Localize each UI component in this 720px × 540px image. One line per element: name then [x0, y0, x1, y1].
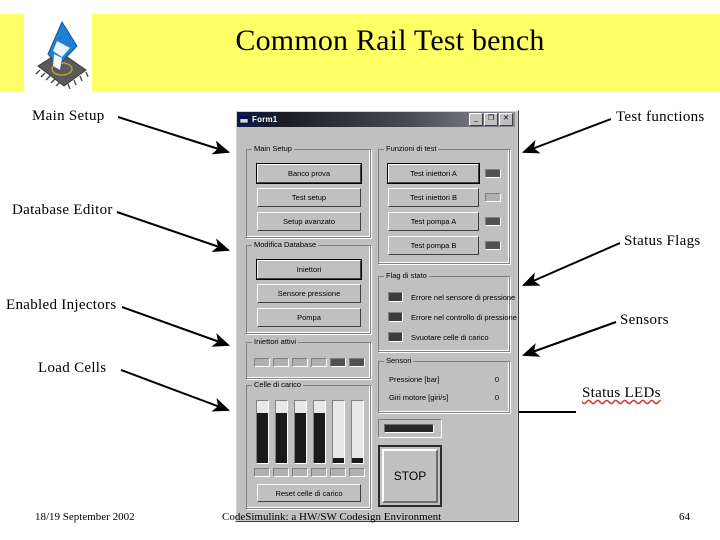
page-title: Common Rail Test bench [235, 24, 545, 57]
load-cell-gauge-3 [294, 400, 307, 464]
modifica-database-caption: Modifica Database [252, 240, 319, 249]
window-titlebar[interactable]: Form1 _ ❐ ✕ [237, 112, 515, 127]
pompa-button[interactable]: Pompa [257, 308, 361, 327]
stop-button[interactable]: STOP [382, 449, 438, 503]
status-led-bar-indicator [384, 424, 434, 433]
celle-di-carico-group: Celle di carico Reset celle di carico [246, 380, 371, 509]
window-client-area: Main Setup Banco prova Test setup Setup … [238, 129, 517, 519]
sensor-label-pressione: Pressione [bar] [389, 375, 440, 384]
injector-led-5[interactable] [330, 358, 346, 367]
sensor-value-giri-motore: 0 [494, 393, 499, 402]
iniettori-attivi-caption: Iniettori attivi [252, 337, 299, 346]
flag-di-stato-caption: Flag di stato [384, 271, 429, 280]
injector-led-3[interactable] [292, 358, 308, 367]
footer-date: 18/19 September 2002 [35, 511, 135, 523]
annotation-test-functions: Test functions [616, 109, 705, 125]
test-iniettori-b-button[interactable]: Test iniettori B [388, 188, 479, 207]
load-cell-led-5[interactable] [330, 468, 346, 477]
maximize-icon[interactable]: ❐ [484, 113, 498, 126]
sensor-reading-giri-motore: Giri motore [giri/s] 0 [389, 393, 499, 402]
status-flag-label-2: Errore nel controllo di pressione [411, 312, 517, 322]
status-flag-led-2 [388, 312, 403, 322]
vb-form-icon [239, 116, 249, 123]
banco-prova-button[interactable]: Banco prova [257, 164, 361, 183]
stop-button-frame: STOP [378, 445, 442, 507]
load-cell-gauge-6 [351, 400, 364, 464]
main-setup-group: Main Setup Banco prova Test setup Setup … [246, 144, 371, 238]
test-pompa-b-led[interactable] [485, 241, 501, 250]
iniettori-button[interactable]: Iniettori [257, 260, 361, 279]
annotation-database-editor: Database Editor [12, 202, 113, 218]
test-setup-button[interactable]: Test setup [257, 188, 361, 207]
status-flag-empty-load-cells[interactable]: Svuotare celle di carico [388, 332, 489, 342]
injector-led-4[interactable] [311, 358, 327, 367]
load-cell-led-6[interactable] [349, 468, 365, 477]
close-icon[interactable]: ✕ [499, 113, 513, 126]
load-cell-led-4[interactable] [311, 468, 327, 477]
annotation-load-cells: Load Cells [38, 360, 107, 376]
setup-avanzato-button[interactable]: Setup avanzato [257, 212, 361, 231]
sensor-label-giri-motore: Giri motore [giri/s] [389, 393, 449, 402]
minimize-icon[interactable]: _ [469, 113, 483, 126]
annotation-enabled-injectors: Enabled Injectors [6, 297, 117, 313]
sensor-reading-pressione: Pressione [bar] 0 [389, 375, 499, 384]
injector-led-1[interactable] [254, 358, 270, 367]
iniettori-attivi-group: Iniettori attivi [246, 337, 371, 379]
sensor-value-pressione: 0 [494, 375, 499, 384]
test-pompa-a-button[interactable]: Test pompa A [388, 212, 479, 231]
load-cell-gauge-1 [256, 400, 269, 464]
load-cell-gauge-4 [313, 400, 326, 464]
status-flag-led-1 [388, 292, 403, 302]
modifica-database-group: Modifica Database Iniettori Sensore pres… [246, 240, 371, 334]
load-cell-gauge-5 [332, 400, 345, 464]
status-flag-label-1: Errore nel sensore di pressione [411, 292, 516, 302]
test-pompa-b-button[interactable]: Test pompa B [388, 236, 479, 255]
funzioni-di-test-caption: Funzioni di test [384, 144, 439, 153]
load-cell-led-3[interactable] [292, 468, 308, 477]
reset-celle-di-carico-button[interactable]: Reset celle di carico [257, 484, 361, 502]
funzioni-di-test-group: Funzioni di test Test iniettori A Test i… [378, 144, 510, 264]
annotation-status-flags: Status Flags [624, 233, 701, 249]
annotation-status-leds: Status LEDs [582, 385, 661, 401]
status-flag-label-3: Svuotare celle di carico [411, 332, 489, 342]
annotation-sensors: Sensors [620, 312, 669, 328]
injector-led-6[interactable] [349, 358, 365, 367]
test-iniettori-a-button[interactable]: Test iniettori A [388, 164, 479, 183]
footer-page-number: 64 [679, 511, 690, 523]
injector-led-2[interactable] [273, 358, 289, 367]
annotation-main-setup: Main Setup [32, 108, 105, 124]
load-cell-gauge-2 [275, 400, 288, 464]
chip-flag-logo-icon [24, 14, 92, 92]
sensori-group: Sensori Pressione [bar] 0 Giri motore [g… [378, 356, 510, 413]
sensore-pressione-button[interactable]: Sensore pressione [257, 284, 361, 303]
test-pompa-a-led[interactable] [485, 217, 501, 226]
status-flag-pressure-sensor-error[interactable]: Errore nel sensore di pressione [388, 292, 515, 302]
title-banner [0, 14, 720, 92]
status-flag-led-3 [388, 332, 403, 342]
slide-footer: 18/19 September 2002 CodeSimulink: a HW/… [0, 508, 720, 532]
load-cell-led-1[interactable] [254, 468, 270, 477]
status-led-bar[interactable] [378, 419, 442, 438]
window-title: Form1 [252, 115, 278, 124]
main-setup-caption: Main Setup [252, 144, 294, 153]
flag-di-stato-group: Flag di stato Errore nel sensore di pres… [378, 271, 517, 352]
test-iniettori-a-led[interactable] [485, 169, 501, 178]
test-iniettori-b-led[interactable] [485, 193, 501, 202]
load-cell-led-2[interactable] [273, 468, 289, 477]
application-window: Form1 _ ❐ ✕ Main Setup Banco prova Test … [235, 110, 519, 522]
footer-subtitle: CodeSimulink: a HW/SW Codesign Environme… [222, 511, 442, 523]
status-flag-pressure-control-error[interactable]: Errore nel controllo di pressione [388, 312, 517, 322]
sensori-caption: Sensori [384, 356, 414, 365]
celle-di-carico-caption: Celle di carico [252, 380, 304, 389]
